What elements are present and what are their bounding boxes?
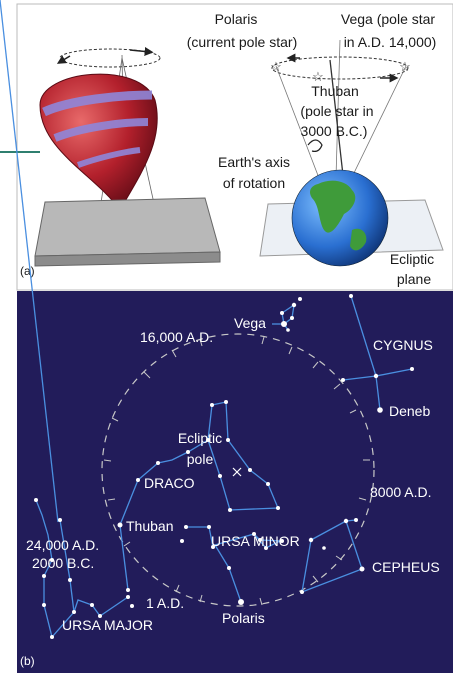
axis-label-line1: Earth's axis — [218, 154, 290, 170]
epoch-8000ad-label: 8000 A.D. — [370, 484, 432, 500]
axis-label-line2: of rotation — [223, 175, 285, 191]
star-points — [34, 294, 414, 639]
polaris-label-line2: (current pole star) — [187, 34, 297, 50]
earth-spin-arrow — [307, 139, 323, 152]
epoch-1ad-label: 1 A.D. — [146, 595, 184, 611]
top-band-2 — [53, 118, 149, 142]
spinning-top-icon — [39, 46, 161, 233]
thuban-label-line3: 3000 B.C.) — [301, 123, 368, 139]
top-precession-arrow-left — [56, 55, 71, 64]
svg-text:☆: ☆ — [312, 69, 324, 84]
star-chart-background — [17, 291, 453, 673]
thuban-label-line2: (pole star in — [300, 103, 373, 119]
ursa-minor-label: URSA MINOR — [211, 533, 300, 549]
pole-star-icons: ☆ ☆ ☆ — [270, 59, 411, 84]
earth-land-south — [350, 228, 367, 251]
draco-label: DRACO — [144, 475, 195, 491]
thuban-label-line1: Thuban — [311, 83, 358, 99]
ecliptic-pole-marker — [232, 467, 242, 477]
epoch-2000bc-label: 2000 B.C. — [32, 555, 94, 571]
epoch-16000ad-label: 16,000 A.D. — [140, 329, 213, 345]
ecliptic-pole-label-line2: pole — [187, 451, 214, 467]
polaris-label-line1: Polaris — [215, 11, 258, 27]
precession-circle — [101, 333, 375, 607]
svg-text:☆: ☆ — [270, 59, 282, 74]
polaris-star-label: Polaris — [222, 610, 265, 626]
platform-icon — [34, 197, 221, 267]
ecliptic-label-line2: plane — [397, 271, 431, 287]
precession-ticks — [103, 336, 370, 606]
earth-precession-circle — [271, 56, 409, 80]
thuban-star-label: Thuban — [126, 518, 173, 534]
deneb-label: Deneb — [389, 403, 430, 419]
panel-b-label: (b) — [20, 654, 35, 668]
vega-star-label: Vega — [234, 315, 266, 331]
vega-label-line1: Vega (pole star — [341, 11, 436, 27]
panel-a: ☆ ☆ ☆ Polaris (current pole star) Vega (… — [0, 3, 453, 291]
top-band-3 — [77, 147, 141, 168]
top-precession-circle — [59, 48, 161, 68]
epoch-24000ad-label: 24,000 A.D. — [26, 537, 99, 553]
top-band-1 — [42, 90, 153, 117]
cepheus-label: CEPHEUS — [372, 559, 440, 575]
ecliptic-label-line1: Ecliptic — [390, 251, 434, 267]
vega-label-line2: in A.D. 14,000) — [344, 34, 437, 50]
cygnus-label: CYGNUS — [373, 337, 433, 353]
ecliptic-pole-label-line1: Ecliptic — [178, 430, 222, 446]
ursa-major-label: URSA MAJOR — [62, 617, 153, 633]
top-precession-arrow-right — [129, 46, 154, 56]
earth-land-americas — [310, 180, 356, 233]
svg-text:☆: ☆ — [399, 59, 411, 74]
panel-a-label: (a) — [20, 264, 35, 278]
earth-precession: ☆ ☆ ☆ — [259, 39, 444, 267]
